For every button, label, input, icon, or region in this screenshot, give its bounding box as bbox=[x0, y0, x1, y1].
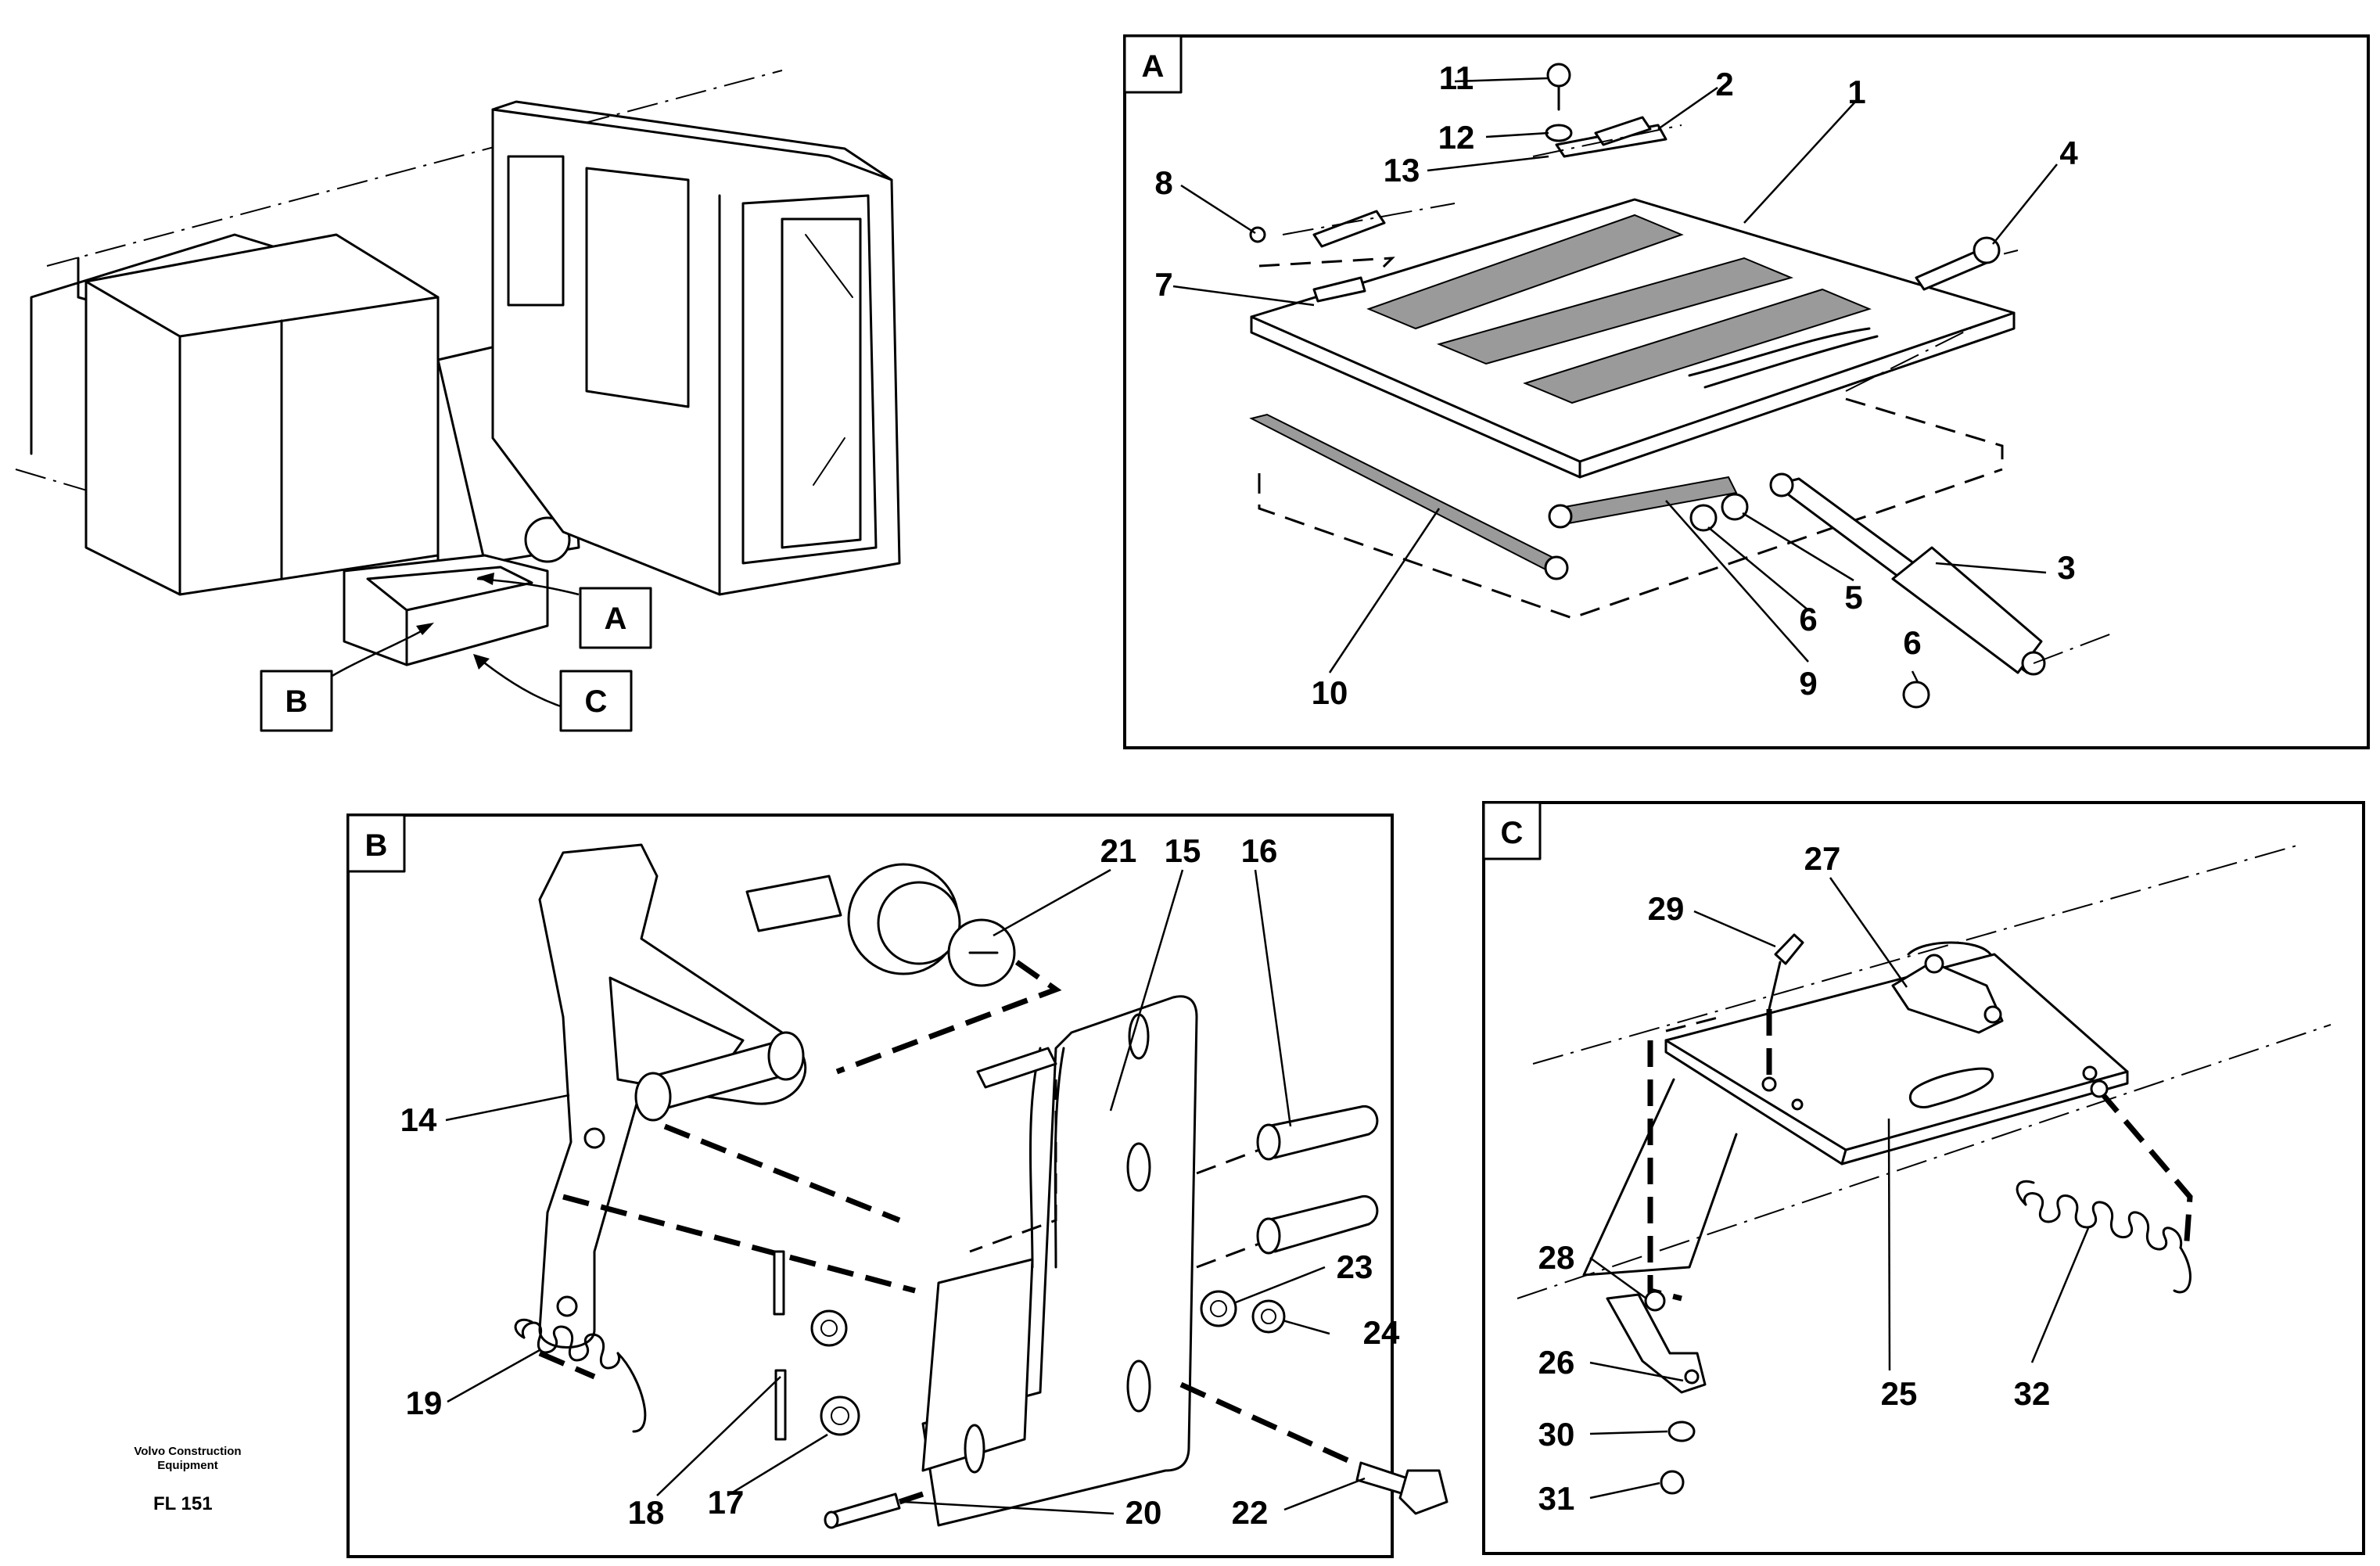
callout-27: 27 bbox=[1804, 840, 1841, 877]
panel-b-leaders bbox=[445, 868, 1366, 1515]
callout-18: 18 bbox=[628, 1494, 665, 1531]
svg-text:C: C bbox=[585, 684, 608, 719]
callout-6-lower: 6 bbox=[1903, 624, 1921, 661]
callout-7: 7 bbox=[1154, 266, 1172, 303]
callouts-panel-b: 14 15 16 17 18 19 20 21 22 23 24 bbox=[400, 832, 1400, 1531]
svg-text:A: A bbox=[605, 602, 627, 636]
panel-b: B bbox=[346, 814, 1448, 1558]
svg-text:A: A bbox=[1142, 49, 1165, 84]
callout-2: 2 bbox=[1715, 66, 1733, 102]
callout-21: 21 bbox=[1100, 832, 1137, 869]
callout-31: 31 bbox=[1538, 1480, 1575, 1517]
figure-code: FL 151 bbox=[153, 1493, 213, 1514]
callout-1: 1 bbox=[1847, 74, 1865, 110]
callout-20: 20 bbox=[1125, 1494, 1162, 1531]
callout-9: 9 bbox=[1799, 665, 1817, 702]
panel-a-leaders bbox=[1172, 77, 2058, 683]
callout-6: 6 bbox=[1799, 601, 1817, 638]
callout-13: 13 bbox=[1384, 152, 1420, 189]
callout-15: 15 bbox=[1165, 832, 1201, 869]
company-line-2: Equipment bbox=[157, 1459, 218, 1472]
callout-26: 26 bbox=[1538, 1344, 1575, 1381]
spring-32 bbox=[2016, 1180, 2192, 1294]
svg-text:B: B bbox=[365, 828, 388, 863]
panel-a: A bbox=[1123, 34, 2370, 749]
callout-19: 19 bbox=[406, 1385, 443, 1421]
callout-16: 16 bbox=[1241, 832, 1278, 869]
panel-c-leaders bbox=[1589, 877, 2090, 1500]
callout-25: 25 bbox=[1881, 1375, 1918, 1412]
callouts-panel-c: 25 26 27 28 29 30 31 32 bbox=[1538, 840, 2051, 1517]
callout-28: 28 bbox=[1538, 1239, 1575, 1276]
callout-5: 5 bbox=[1844, 579, 1862, 616]
callout-11: 11 bbox=[1439, 59, 1474, 96]
callout-29: 29 bbox=[1648, 890, 1685, 927]
callouts-panel-a: 1 2 3 4 5 6 6 7 8 9 10 11 12 13 bbox=[1154, 59, 2078, 711]
callout-8: 8 bbox=[1154, 164, 1172, 201]
panel-c: C bbox=[1482, 801, 2365, 1555]
callout-32: 32 bbox=[2014, 1375, 2051, 1412]
svg-text:C: C bbox=[1501, 816, 1524, 850]
callout-24: 24 bbox=[1363, 1314, 1400, 1351]
callout-23: 23 bbox=[1337, 1248, 1373, 1285]
callout-22: 22 bbox=[1232, 1494, 1269, 1531]
view-label-b: B bbox=[260, 670, 333, 732]
footer: Volvo Construction Equipment FL 151 bbox=[134, 1445, 241, 1514]
company-line-1: Volvo Construction bbox=[134, 1445, 241, 1458]
callout-17: 17 bbox=[708, 1484, 745, 1521]
callout-3: 3 bbox=[2057, 549, 2075, 586]
machine-overview bbox=[15, 70, 901, 713]
callout-12: 12 bbox=[1438, 119, 1475, 156]
view-label-a: A bbox=[579, 587, 652, 649]
callout-30: 30 bbox=[1538, 1416, 1575, 1453]
callout-4: 4 bbox=[2059, 135, 2078, 171]
view-label-c: C bbox=[559, 670, 633, 732]
spring-19 bbox=[514, 1318, 647, 1433]
callout-10: 10 bbox=[1312, 674, 1348, 711]
callout-14: 14 bbox=[400, 1101, 437, 1138]
svg-text:B: B bbox=[285, 684, 308, 719]
